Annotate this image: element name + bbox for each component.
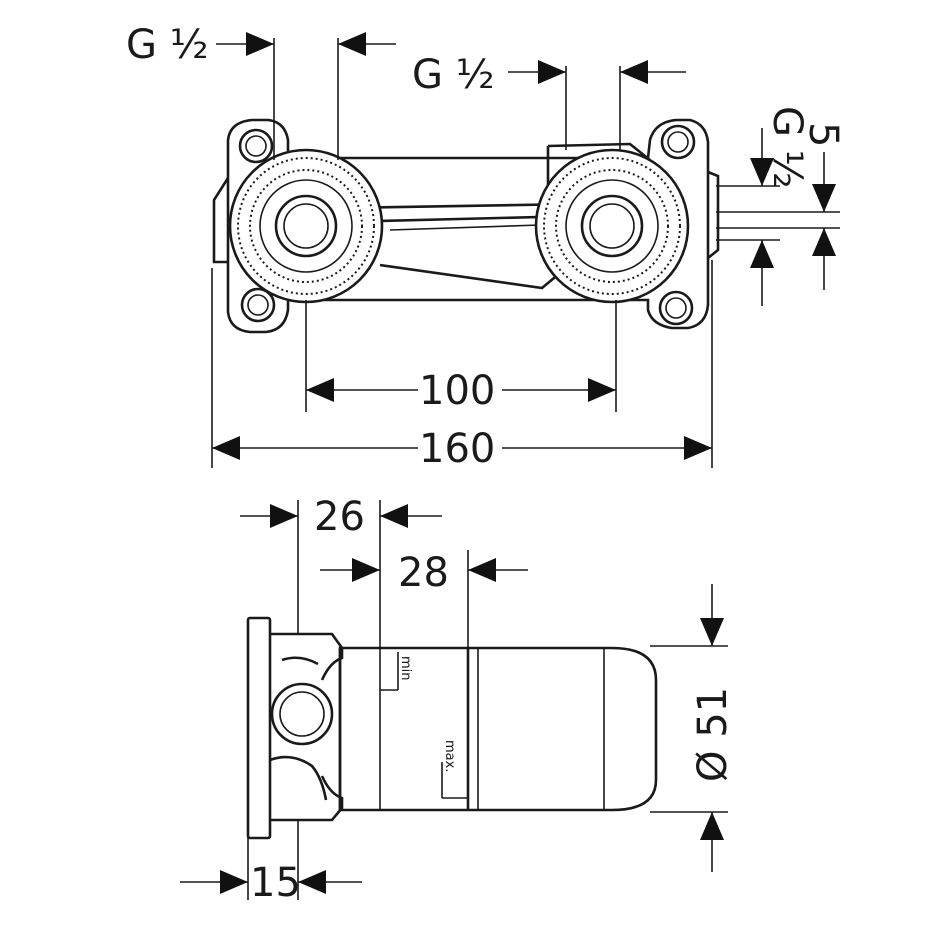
label-dim-26: 26 — [314, 494, 365, 540]
label-g-half-center: G ½ — [412, 52, 494, 98]
label-dim-28: 28 — [398, 550, 449, 596]
label-dim-5: 5 — [800, 122, 846, 147]
side-view: min max. 26 28 15 Ø 51 — [180, 494, 736, 906]
mounting-hole-bottom-left — [240, 287, 276, 323]
label-dim-51: Ø 51 — [690, 687, 736, 782]
label-g-half-right: G ½ — [764, 106, 810, 188]
label-min: min — [398, 656, 413, 681]
label-dim-100: 100 — [419, 368, 495, 414]
top-view: G ½ G ½ G ½ 5 100 160 — [126, 22, 846, 472]
mounting-hole-top-right — [660, 124, 696, 160]
label-dim-15: 15 — [250, 860, 301, 906]
wall-plate — [246, 616, 272, 840]
mounting-hole-top-left — [238, 128, 274, 164]
left-outlet — [228, 148, 384, 304]
cylinder-body — [338, 646, 658, 812]
side-port — [270, 682, 334, 746]
label-dim-160: 160 — [419, 426, 495, 472]
right-outlet — [534, 148, 690, 304]
label-max: max. — [442, 740, 457, 772]
mounting-hole-bottom-right — [658, 290, 694, 326]
label-g-half-left: G ½ — [126, 22, 208, 68]
mounting-plate — [226, 118, 710, 334]
